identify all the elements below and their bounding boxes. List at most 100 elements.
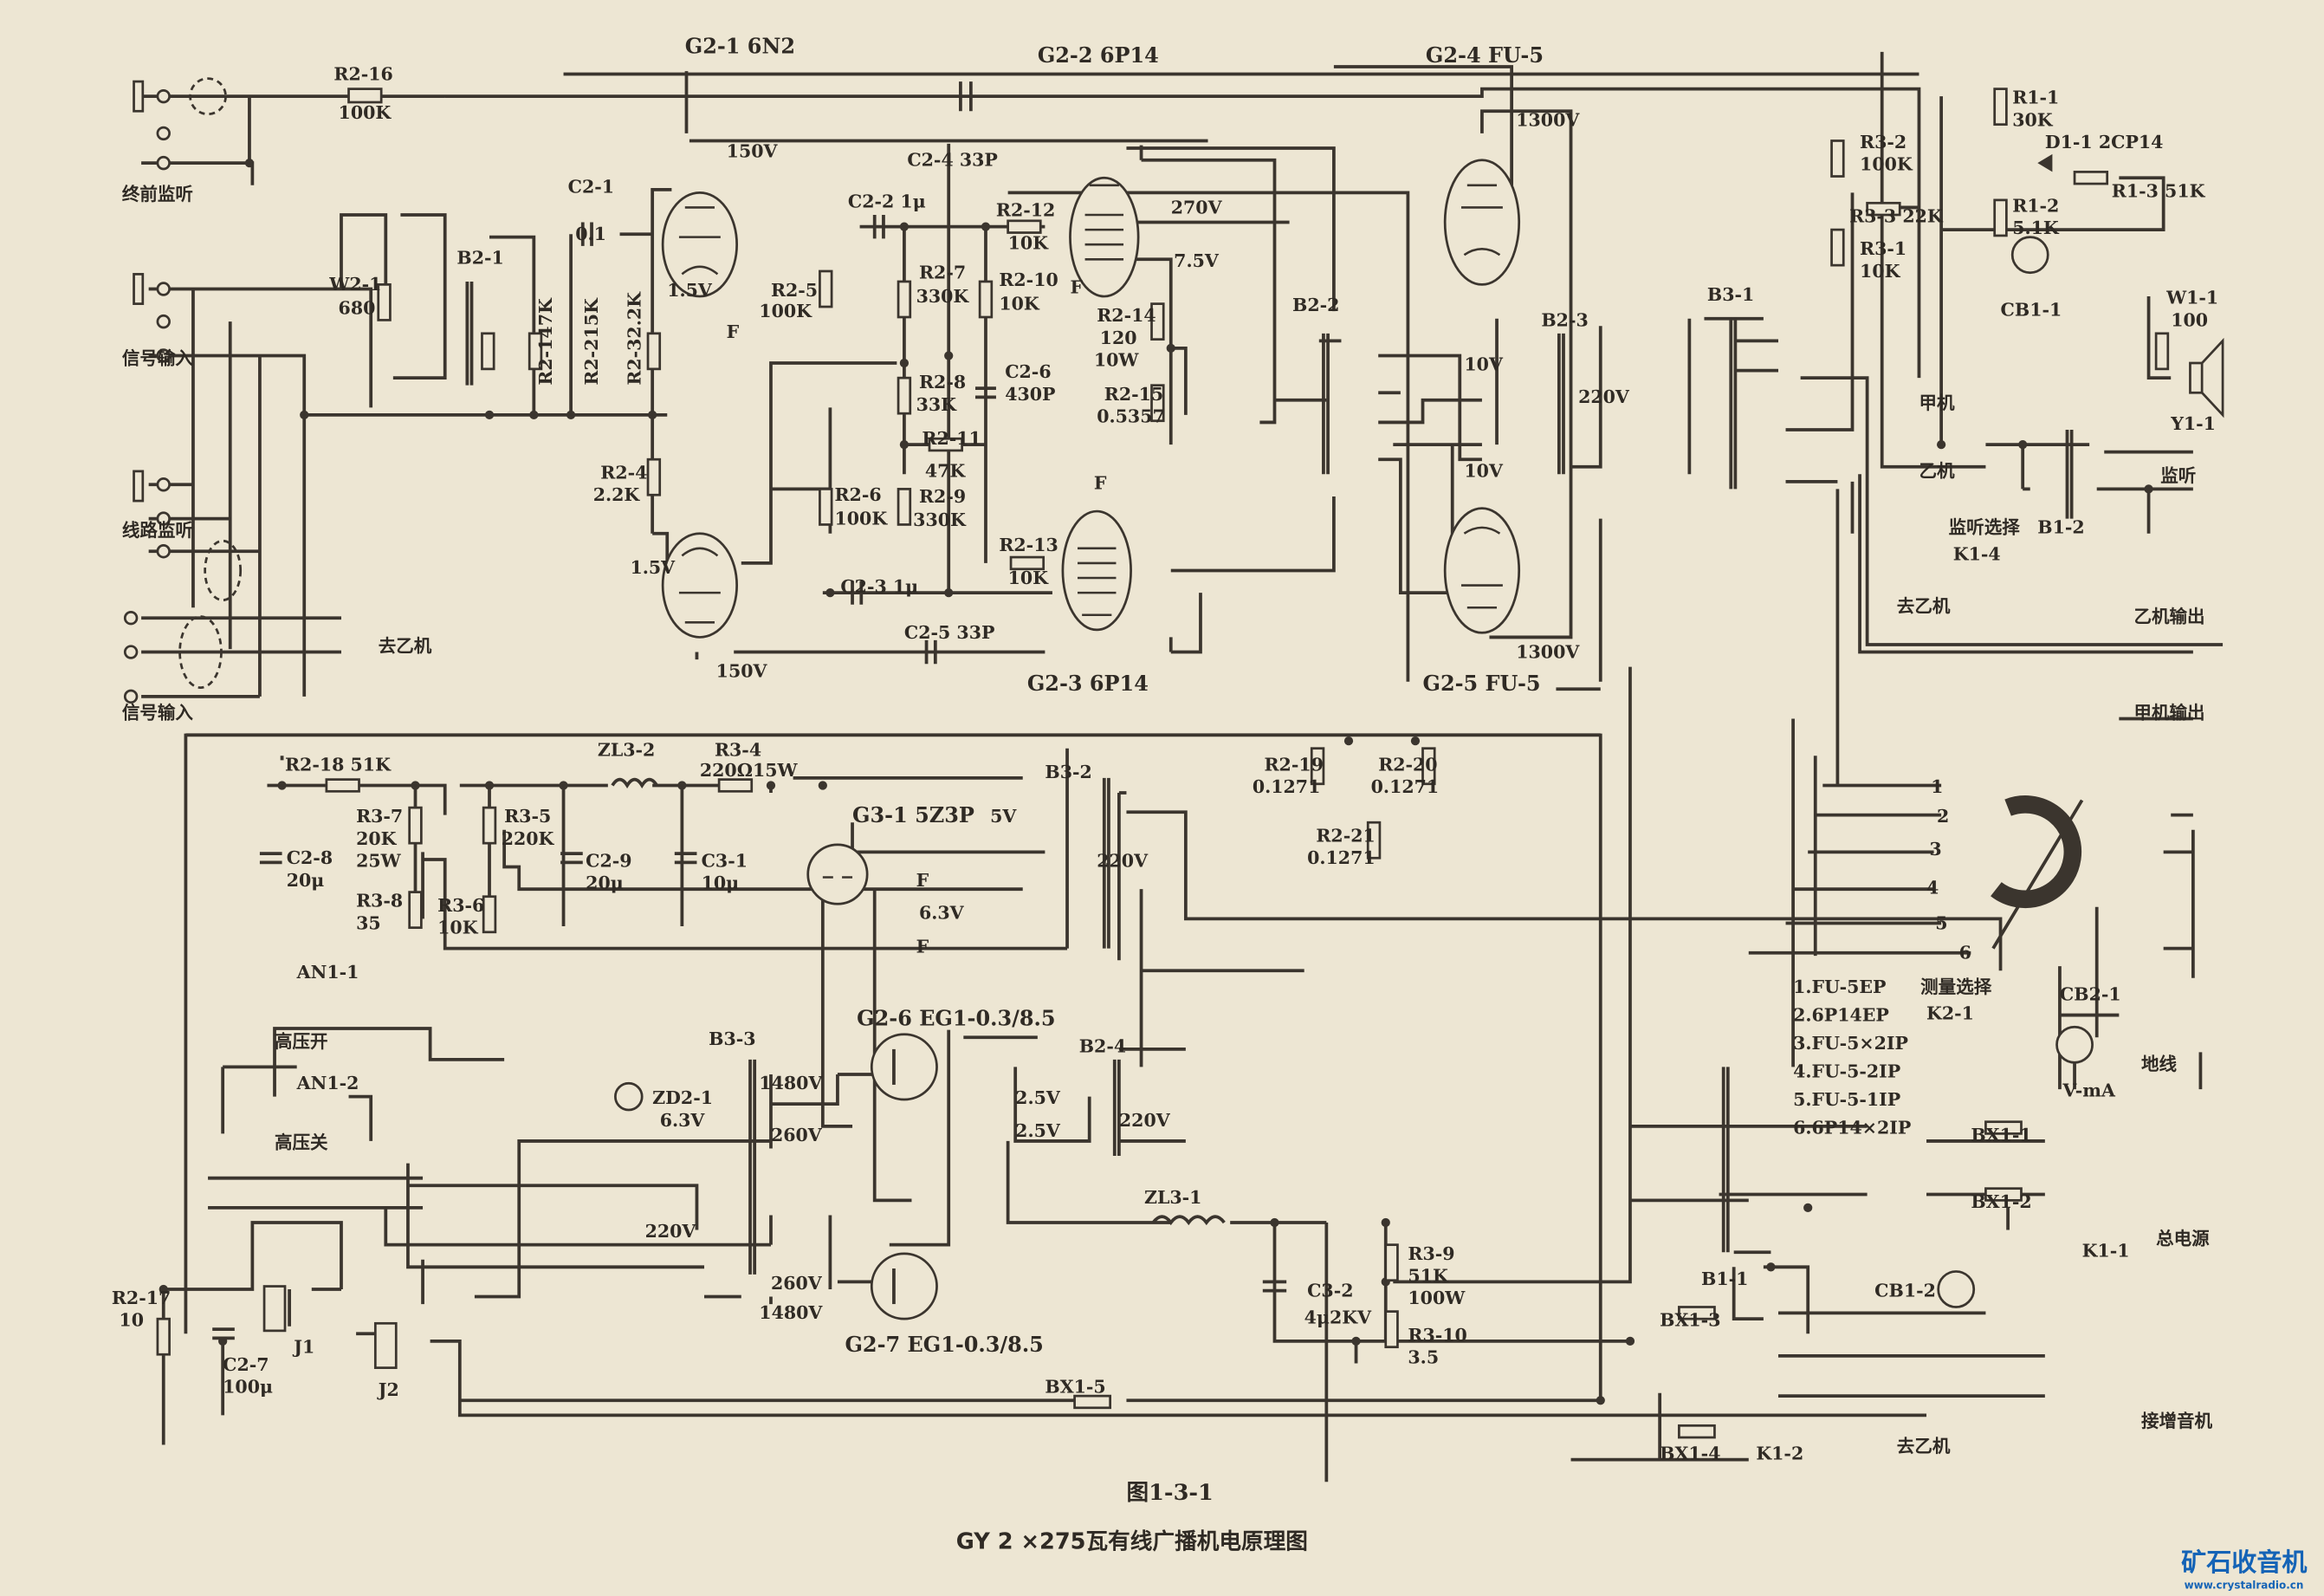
- label-r2-1: R2-147K: [535, 297, 556, 386]
- label-1-5v: 1.5V: [667, 280, 713, 301]
- label-an1-1: AN1-1: [296, 962, 359, 983]
- label-bx1-5: BX1-5: [1045, 1377, 1105, 1398]
- switch-pos-6[interactable]: 6: [1959, 943, 1971, 963]
- value-c2-8: 20μ: [287, 870, 325, 891]
- label-g2-4: G2-4 FU-5: [1426, 43, 1544, 68]
- value-r2-20: 0.1271: [1371, 776, 1440, 797]
- label-w1-1: W1-1: [2165, 288, 2218, 308]
- switch-pos-4[interactable]: 4: [1926, 877, 1939, 898]
- tube-g2-6: [870, 1033, 938, 1101]
- value-zd2-1: 6.3V: [660, 1110, 706, 1131]
- label-signal-input-2: 信号输入: [122, 702, 194, 723]
- label-b3-1: B3-1: [1707, 284, 1754, 305]
- label-b-unit-output: 乙机输出: [2133, 606, 2204, 626]
- label-r2-21: R2-21: [1316, 825, 1375, 846]
- value-r3-8: 35: [356, 912, 381, 933]
- label-cb1-1: CB1-1: [2001, 299, 2062, 320]
- switch-pos-3[interactable]: 3: [1929, 839, 1941, 860]
- label-unit-a: 甲机: [1919, 393, 1955, 413]
- measure-item: 5.FU-5-1IP: [1793, 1089, 1900, 1110]
- voltage-labels: 150V 150V 1.5V 1.5V 270V 7.5V 1300V 1300…: [631, 109, 1630, 1323]
- value-r2-16: 100K: [339, 102, 392, 123]
- label-260v: 260V: [771, 1125, 823, 1145]
- jack-line-monitor[interactable]: [133, 470, 243, 602]
- label-5v: 5V: [990, 806, 1017, 827]
- label-signal-input: 信号输入: [122, 348, 194, 369]
- label-1300v: 1300V: [1516, 109, 1580, 130]
- label-c2-8: C2-8: [287, 847, 333, 868]
- label-220v-d: 220V: [1119, 1110, 1171, 1131]
- value-r2-14: 120: [1100, 328, 1137, 348]
- label-f-4: F: [1094, 472, 1107, 493]
- watermark-logo: 矿石收音机: [2181, 1547, 2307, 1577]
- label-to-b-unit-3: 去乙机: [1897, 1436, 1951, 1457]
- label-r2-3: R2-32.2K: [624, 291, 644, 386]
- label-1-5v-b: 1.5V: [631, 557, 676, 578]
- label-hv-off: 高压关: [275, 1132, 328, 1152]
- label-r1-2: R1-2: [2012, 196, 2059, 217]
- label-c2-4: C2-4 33P: [907, 150, 998, 171]
- label-cb1-2: CB1-2: [1874, 1281, 1936, 1301]
- value-r2-5: 100K: [759, 301, 812, 321]
- value-r1-2: 5.1K: [2012, 217, 2060, 238]
- label-r2-17: R2-17: [112, 1288, 171, 1308]
- label-r1-1: R1-1: [2012, 88, 2059, 108]
- transformer-cores: [465, 281, 2074, 1275]
- watt-r2-14: 10W: [1094, 349, 1140, 370]
- jack-signal-input-2[interactable]: [123, 610, 223, 704]
- value-r2-6: 100K: [835, 508, 889, 529]
- jack-pre-final-monitor[interactable]: [133, 77, 227, 171]
- label-cb2-1: CB2-1: [2060, 983, 2121, 1004]
- value-r3-2: 100K: [1860, 154, 1913, 175]
- label-r3-4: R3-4: [715, 739, 761, 760]
- tube-g2-3: [1061, 509, 1132, 632]
- switch-pos-2[interactable]: 2: [1937, 806, 1949, 827]
- measure-item: 4.FU-5-2IP: [1793, 1061, 1900, 1081]
- value-c2-9: 20μ: [586, 873, 624, 893]
- measure-item: 3.FU-5×2IP: [1793, 1033, 1908, 1054]
- value-r3-5: 220K: [502, 828, 555, 849]
- label-measure-select: 测量选择: [1920, 976, 1992, 997]
- label-hv-on: 高压开: [275, 1031, 328, 1052]
- label-r2-12: R2-12: [996, 200, 1055, 221]
- watermark-url: www.crystalradio.cn: [2185, 1579, 2304, 1591]
- label-r2-16: R2-16: [333, 63, 392, 84]
- label-r2-5: R2-5: [771, 280, 818, 301]
- label-r2-14: R2-14: [1097, 305, 1156, 326]
- jack-labels: 终前监听 信号输入 线路监听 信号输入 去乙机 去乙机 去乙机 乙机输出 甲机输…: [122, 184, 2213, 1457]
- label-2-5v-b: 2.5V: [1015, 1120, 1061, 1141]
- label-r2-10: R2-10: [999, 269, 1058, 290]
- value-c2-7: 100μ: [223, 1377, 273, 1398]
- label-b3-2: B3-2: [1045, 762, 1091, 782]
- label-r2-13: R2-13: [999, 535, 1058, 555]
- label-220v-b: 220V: [1097, 851, 1149, 872]
- label-f-2: F: [916, 937, 929, 957]
- value-r2-15: 0.5357: [1097, 405, 1165, 426]
- label-k1-1: K1-1: [2082, 1240, 2130, 1261]
- label-c3-2: C3-2: [1307, 1281, 1353, 1301]
- label-booster: 接增音机: [2141, 1411, 2213, 1431]
- measure-item: 2.6P14EP: [1793, 1004, 1889, 1025]
- wires: [141, 51, 2224, 1482]
- label-7-5v: 7.5V: [1174, 250, 1220, 271]
- label-1480v: 1480V: [759, 1073, 823, 1093]
- value-c3-1: 10μ: [702, 873, 740, 893]
- label-j1: J1: [292, 1337, 314, 1358]
- watt-r3-9: 100W: [1408, 1288, 1466, 1308]
- label-zd2-1: ZD2-1: [652, 1087, 713, 1108]
- label-b2-3: B2-3: [1541, 309, 1588, 330]
- label-r2-7: R2-7: [919, 263, 966, 283]
- label-r2-9: R2-9: [919, 486, 966, 507]
- tube-g2-4: [1443, 159, 1521, 286]
- jack-signal-input[interactable]: [133, 273, 171, 363]
- measure-switch[interactable]: 1 2 3 4 5 6: [1926, 776, 1971, 963]
- label-1300v-b: 1300V: [1516, 641, 1580, 662]
- label-c2-1: C2-1: [568, 176, 614, 197]
- switch-pos-1[interactable]: 1: [1931, 776, 1943, 797]
- tube-g2-1b: [661, 532, 739, 639]
- label-b2-4: B2-4: [1079, 1035, 1126, 1056]
- label-10v-b: 10V: [1464, 461, 1504, 482]
- label-1480v-b: 1480V: [759, 1302, 823, 1323]
- switch-pos-5[interactable]: 5: [1935, 912, 1947, 933]
- label-270v: 270V: [1171, 197, 1223, 217]
